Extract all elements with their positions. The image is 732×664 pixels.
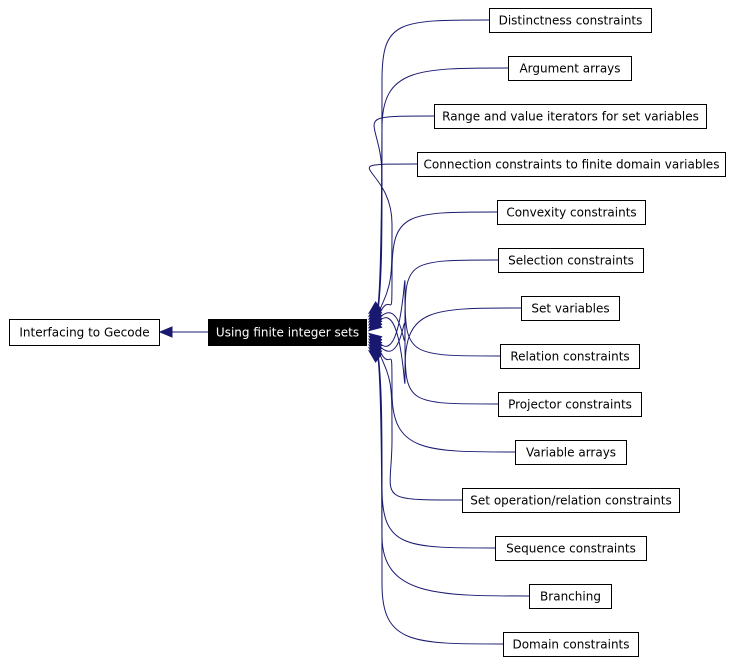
node-selection-constraints-label: Selection constraints — [508, 254, 634, 268]
node-connection-constraints-to-finite-domain-variables[interactable]: Connection constraints to finite domain … — [417, 152, 726, 177]
node-convexity-constraints-box[interactable] — [497, 200, 646, 225]
node-set-operation-relation-constraints[interactable]: Set operation/relation constraints — [462, 488, 680, 513]
edge-variable-arrays — [377, 346, 516, 453]
node-distinctness-constraints-box[interactable] — [489, 8, 652, 33]
edge-connection-constraints-to-finite-domain-variables — [368, 163, 418, 315]
node-interfacing-to-gecode-box[interactable] — [9, 319, 160, 346]
node-range-and-value-iterators-for-set-variables-box[interactable] — [434, 104, 707, 129]
node-connection-constraints-to-finite-domain-variables-box[interactable] — [417, 152, 726, 177]
edge-argument-arrays — [377, 67, 509, 309]
node-variable-arrays-label: Variable arrays — [526, 446, 616, 460]
arrowhead-set-variables — [367, 318, 383, 332]
node-convexity-constraints-label: Convexity constraints — [506, 206, 636, 220]
edge-range-and-value-iterators-for-set-variables — [373, 115, 435, 312]
node-distinctness-constraints[interactable]: Distinctness constraints — [489, 8, 652, 33]
edge-relation-constraints — [377, 280, 501, 357]
node-range-and-value-iterators-for-set-variables-label: Range and value iterators for set variab… — [442, 110, 699, 124]
node-using-finite-integer-sets[interactable]: Using finite integer sets — [208, 319, 367, 346]
node-argument-arrays-box[interactable] — [508, 56, 632, 81]
edge-selection-constraints — [377, 259, 499, 342]
node-sequence-constraints[interactable]: Sequence constraints — [495, 536, 647, 561]
node-interfacing-to-gecode[interactable]: Interfacing to Gecode — [9, 319, 160, 346]
node-projector-constraints[interactable]: Projector constraints — [498, 392, 642, 417]
arrowhead-parent — [158, 326, 173, 338]
node-relation-constraints[interactable]: Relation constraints — [500, 344, 640, 369]
edge-domain-constraints — [377, 358, 504, 645]
node-branching-box[interactable] — [529, 584, 612, 609]
node-variable-arrays-box[interactable] — [515, 440, 627, 465]
node-projector-constraints-label: Projector constraints — [508, 398, 632, 412]
node-sequence-constraints-label: Sequence constraints — [506, 542, 636, 556]
edge-sequence-constraints — [377, 352, 496, 549]
node-distinctness-constraints-label: Distinctness constraints — [499, 14, 643, 28]
node-set-variables-box[interactable] — [521, 296, 620, 321]
node-using-finite-integer-sets-box[interactable] — [208, 319, 367, 346]
edge-convexity-constraints — [377, 211, 498, 318]
node-set-operation-relation-constraints-box[interactable] — [462, 488, 680, 513]
node-set-variables-label: Set variables — [531, 302, 609, 316]
node-branching[interactable]: Branching — [529, 584, 612, 609]
node-using-finite-integer-sets-label: Using finite integer sets — [216, 326, 359, 340]
node-branching-label: Branching — [540, 590, 601, 604]
node-connection-constraints-to-finite-domain-variables-label: Connection constraints to finite domain … — [424, 158, 720, 172]
node-set-variables[interactable]: Set variables — [521, 296, 620, 321]
node-argument-arrays-label: Argument arrays — [519, 62, 620, 76]
node-domain-constraints-label: Domain constraints — [512, 638, 629, 652]
graph-nodes: Interfacing to Gecode Using finite intege… — [9, 8, 726, 657]
node-relation-constraints-label: Relation constraints — [510, 350, 629, 364]
edge-set-operation-relation-constraints — [377, 349, 463, 501]
edge-set-variables — [377, 307, 522, 384]
node-domain-constraints-box[interactable] — [503, 632, 639, 657]
arrowhead-domain-constraints — [367, 349, 383, 363]
edge-projector-constraints — [377, 322, 499, 405]
node-variable-arrays[interactable]: Variable arrays — [515, 440, 627, 465]
node-relation-constraints-box[interactable] — [500, 344, 640, 369]
node-selection-constraints[interactable]: Selection constraints — [498, 248, 644, 273]
graph-edges — [158, 19, 530, 645]
node-argument-arrays[interactable]: Argument arrays — [508, 56, 632, 81]
node-set-operation-relation-constraints-label: Set operation/relation constraints — [470, 494, 671, 508]
node-convexity-constraints[interactable]: Convexity constraints — [497, 200, 646, 225]
node-range-and-value-iterators-for-set-variables[interactable]: Range and value iterators for set variab… — [434, 104, 707, 129]
node-sequence-constraints-box[interactable] — [495, 536, 647, 561]
node-domain-constraints[interactable]: Domain constraints — [503, 632, 639, 657]
node-interfacing-to-gecode-label: Interfacing to Gecode — [19, 326, 149, 340]
node-projector-constraints-box[interactable] — [498, 392, 642, 417]
node-selection-constraints-box[interactable] — [498, 248, 644, 273]
